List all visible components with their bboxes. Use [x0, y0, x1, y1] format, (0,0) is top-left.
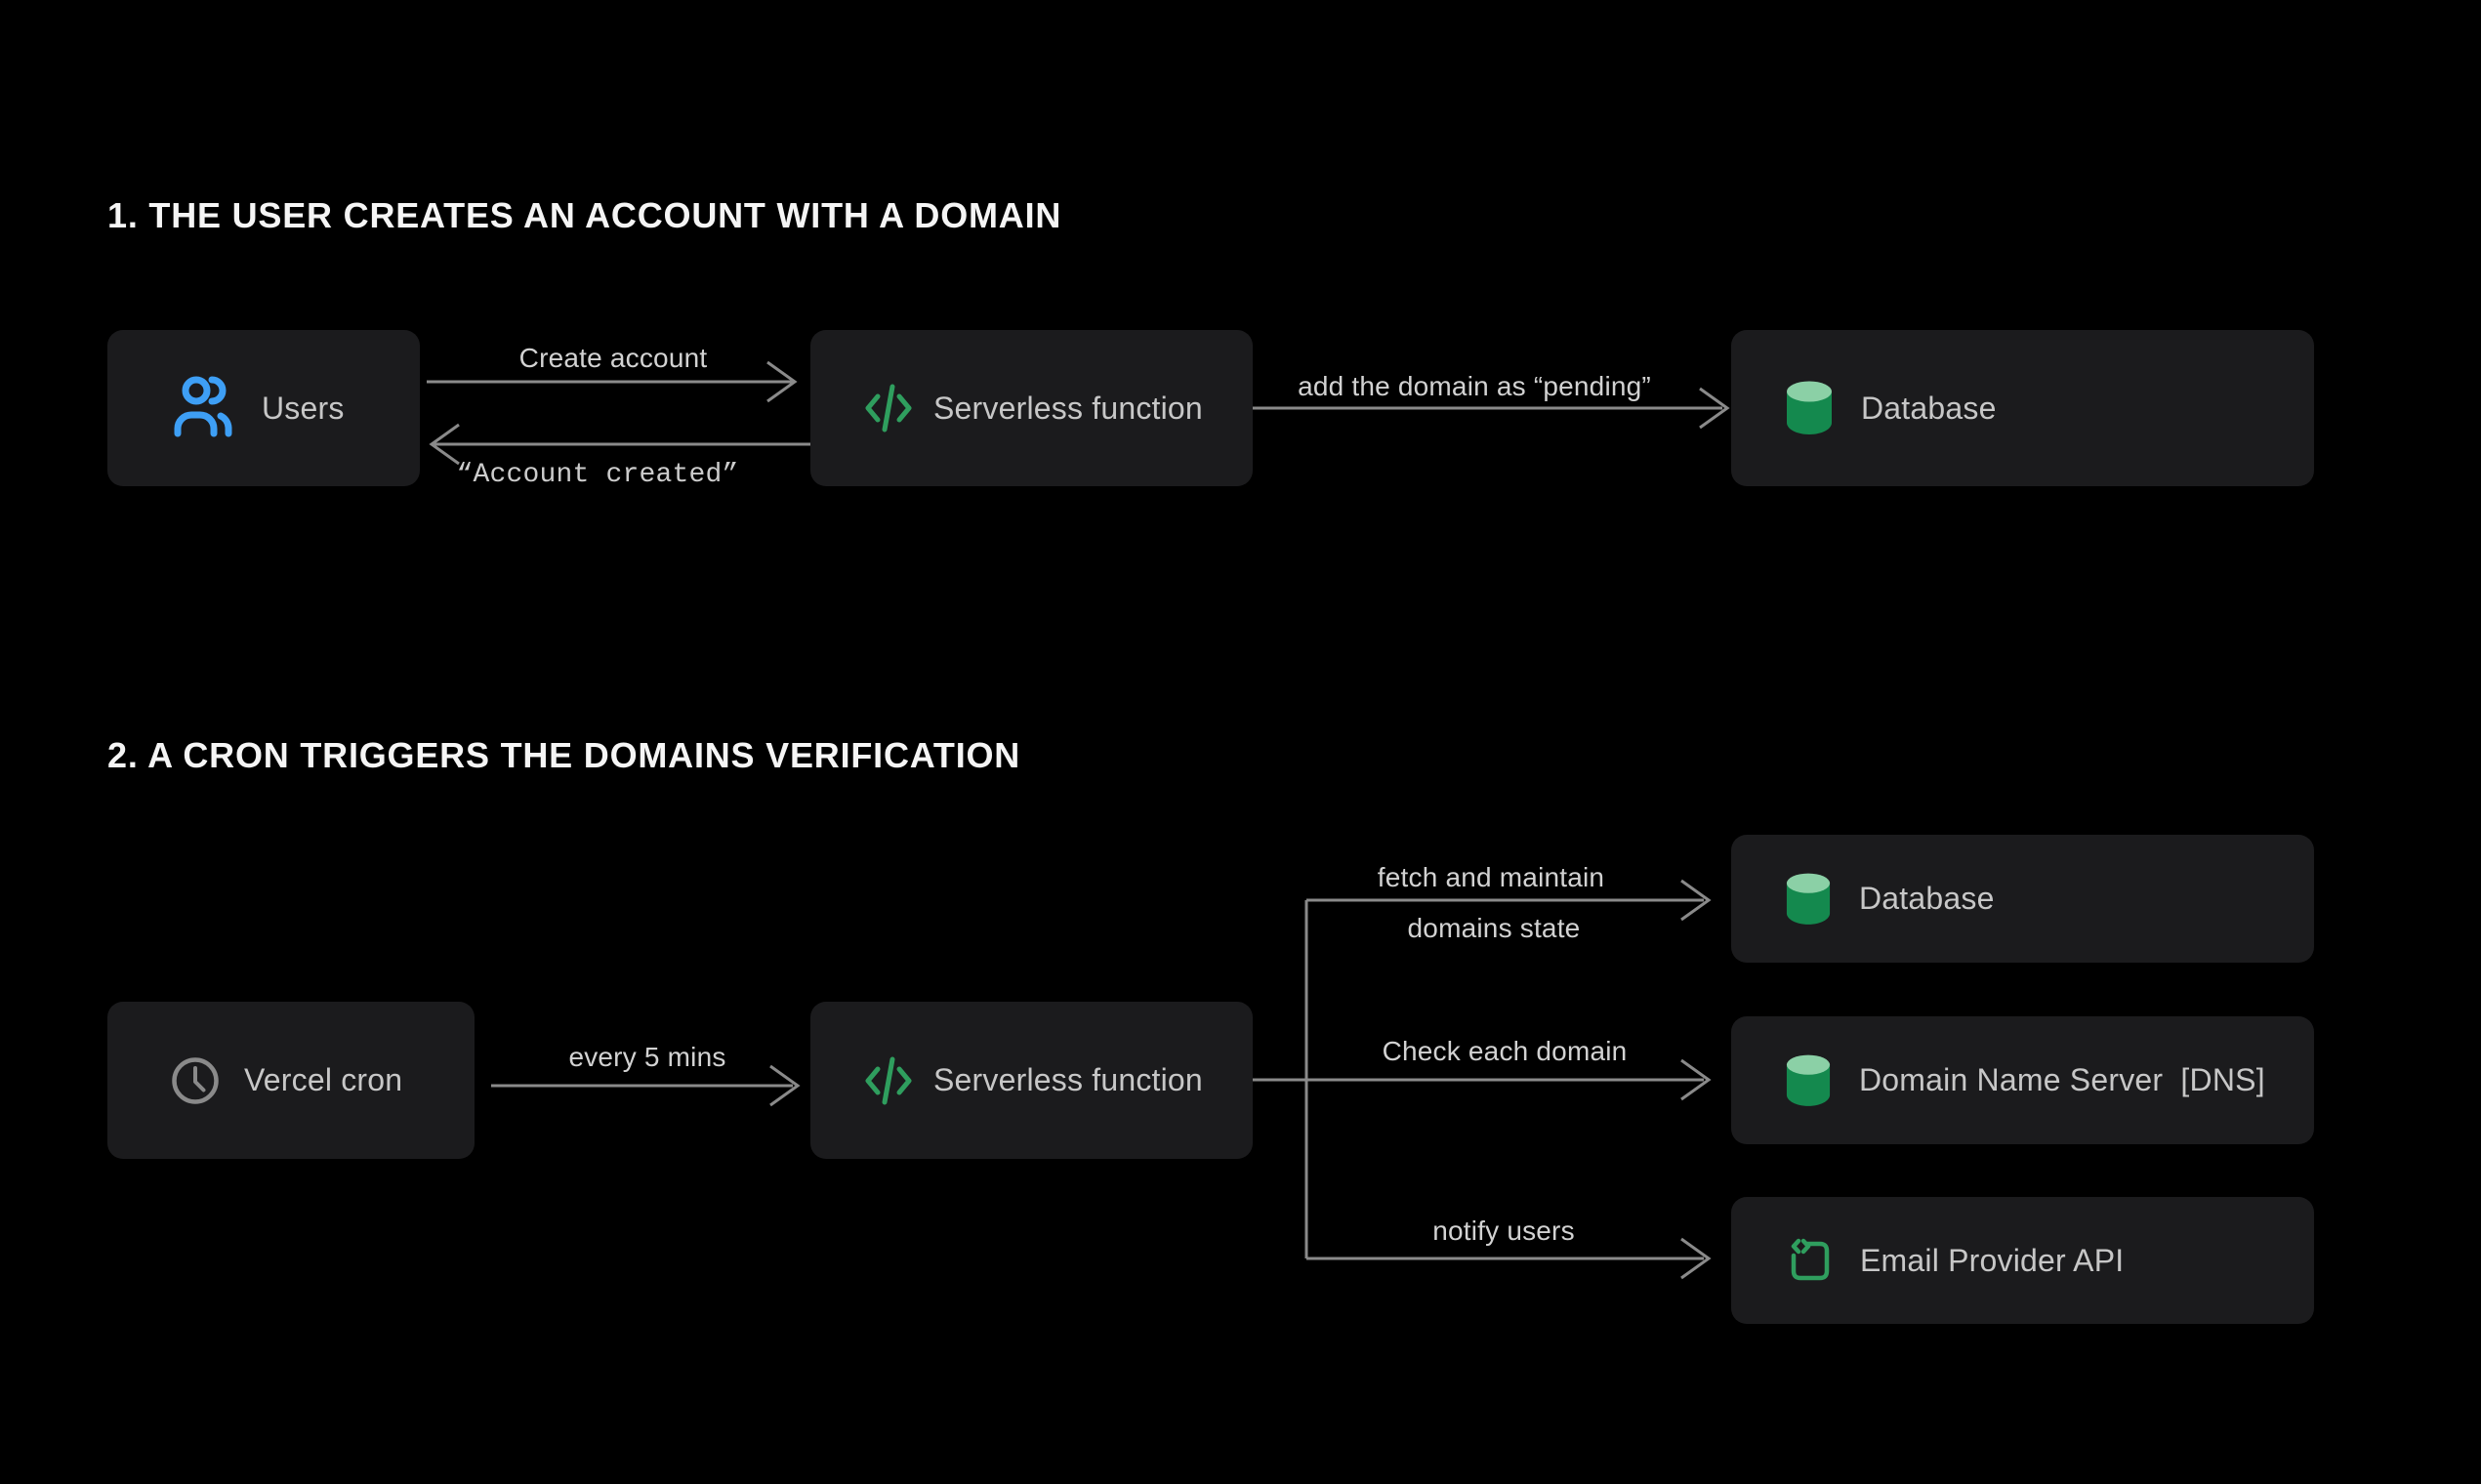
node-serverless-1: Serverless function: [810, 330, 1253, 486]
edge-label-add-domain-pending: add the domain as “pending”: [1298, 371, 1651, 401]
node-label: Users: [262, 390, 345, 426]
arrow-add-domain-pending: [1253, 387, 1730, 430]
node-database-2: Database: [1731, 835, 2314, 963]
arrow-create-account: [427, 360, 798, 403]
arrow-account-created: [429, 423, 810, 466]
node-dns: Domain Name Server [DNS]: [1731, 1016, 2314, 1144]
node-users: Users: [107, 330, 420, 486]
code-icon: [863, 1052, 914, 1109]
section2-heading: 2. A CRON TRIGGERS THE DOMAINS VERIFICAT…: [107, 735, 1021, 775]
arrow-every-5-mins: [491, 1064, 801, 1107]
node-label: Database: [1859, 881, 1995, 916]
node-label: Database: [1861, 390, 1997, 426]
edge-label-every-5-mins: every 5 mins: [568, 1042, 726, 1072]
code-icon: [863, 380, 914, 436]
node-label: Vercel cron: [244, 1062, 403, 1097]
database-icon: [1785, 872, 1832, 927]
users-icon: [172, 373, 234, 443]
database-icon: [1785, 1053, 1832, 1108]
arrow-notify-users: [1306, 1237, 1712, 1280]
node-label: Serverless function: [933, 1062, 1203, 1097]
node-vercel-cron: Vercel cron: [107, 1002, 475, 1159]
database-icon: [1785, 380, 1834, 436]
edge-label-fetch-and-maintain: fetch and maintain: [1377, 862, 1605, 892]
edge-label-domains-state: domains state: [1407, 913, 1581, 943]
edge-label-notify-users: notify users: [1432, 1216, 1575, 1246]
node-database-1: Database: [1731, 330, 2314, 486]
section1-heading: 1. THE USER CREATES AN ACCOUNT WITH A DO…: [107, 195, 1062, 235]
node-email-provider-api: Email Provider API: [1731, 1197, 2314, 1324]
branch-trunk: [1225, 900, 1704, 1258]
edge-label-check-each-domain: Check each domain: [1382, 1036, 1628, 1066]
node-label: Domain Name Server [DNS]: [1859, 1062, 2265, 1097]
arrow-fetch-and-maintain: [1306, 879, 1712, 922]
api-icon: [1786, 1236, 1835, 1285]
clock-icon: [170, 1055, 221, 1106]
edge-label-create-account: Create account: [518, 343, 708, 373]
arrow-check-each-domain: [1680, 1058, 1712, 1101]
node-label: Email Provider API: [1860, 1242, 2125, 1278]
edge-label-account-created: “Account created”: [456, 460, 739, 490]
node-serverless-2: Serverless function: [810, 1002, 1253, 1159]
node-label: Serverless function: [933, 390, 1203, 426]
